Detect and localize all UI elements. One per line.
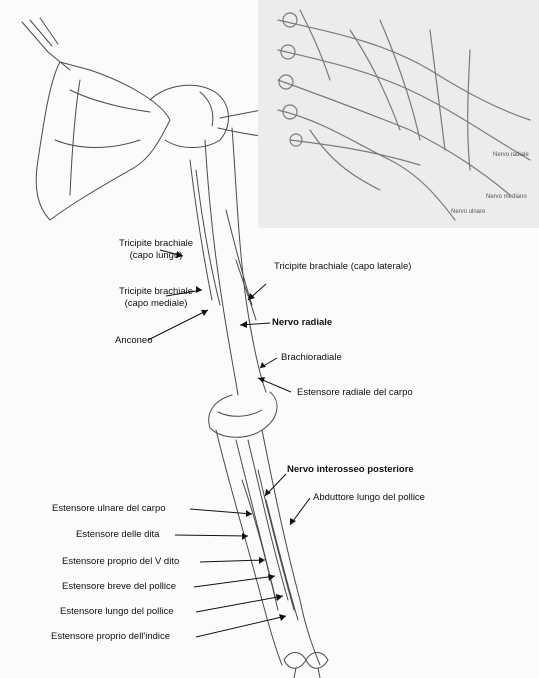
label-tricipite-lungo: Tricipite brachiale (capo lungo) — [96, 238, 216, 262]
elbow — [209, 392, 277, 437]
label-anconeo: Anconeo — [115, 335, 153, 347]
label-estensore-breve: Estensore breve del pollice — [62, 581, 176, 593]
label-brachioradiale: Brachioradiale — [281, 352, 342, 364]
humerus-shaft — [205, 140, 238, 395]
label-estensore-indice: Estensore proprio dell'indice — [51, 631, 170, 643]
label-tricipite-mediale: Tricipite brachiale (capo mediale) — [96, 286, 216, 310]
label-nervo-interosseo: Nervo interosseo posteriore — [287, 464, 414, 476]
label-abduttore-lungo: Abduttore lungo del pollice — [313, 492, 425, 504]
label-tricipite-mediale-line1: Tricipite brachiale — [96, 286, 216, 298]
inset-label-nervo-ulnare: Nervo ulnare — [451, 209, 485, 215]
inset-label-nervo-mediano: Nervo mediano — [486, 194, 527, 200]
inset-label-nervo-radiale: Nervo radiale — [493, 152, 529, 158]
label-tricipite-laterale: Tricipite brachiale (capo laterale) — [274, 261, 411, 273]
label-estensore-dita: Estensore delle dita — [76, 529, 159, 541]
humeral-head — [150, 85, 228, 147]
label-tricipite-lungo-line2: (capo lungo) — [96, 250, 216, 262]
label-nervo-radiale: Nervo radiale — [272, 317, 332, 329]
label-estensore-v-dito: Estensore proprio del V dito — [62, 556, 179, 568]
label-estensore-radiale-carpo: Estensore radiale del carpo — [297, 387, 413, 399]
label-tricipite-mediale-line2: (capo mediale) — [96, 298, 216, 310]
label-tricipite-lungo-line1: Tricipite brachiale — [96, 238, 216, 250]
label-estensore-lungo: Estensore lungo del pollice — [60, 606, 174, 618]
label-estensore-ulnare: Estensore ulnare del carpo — [52, 503, 166, 515]
